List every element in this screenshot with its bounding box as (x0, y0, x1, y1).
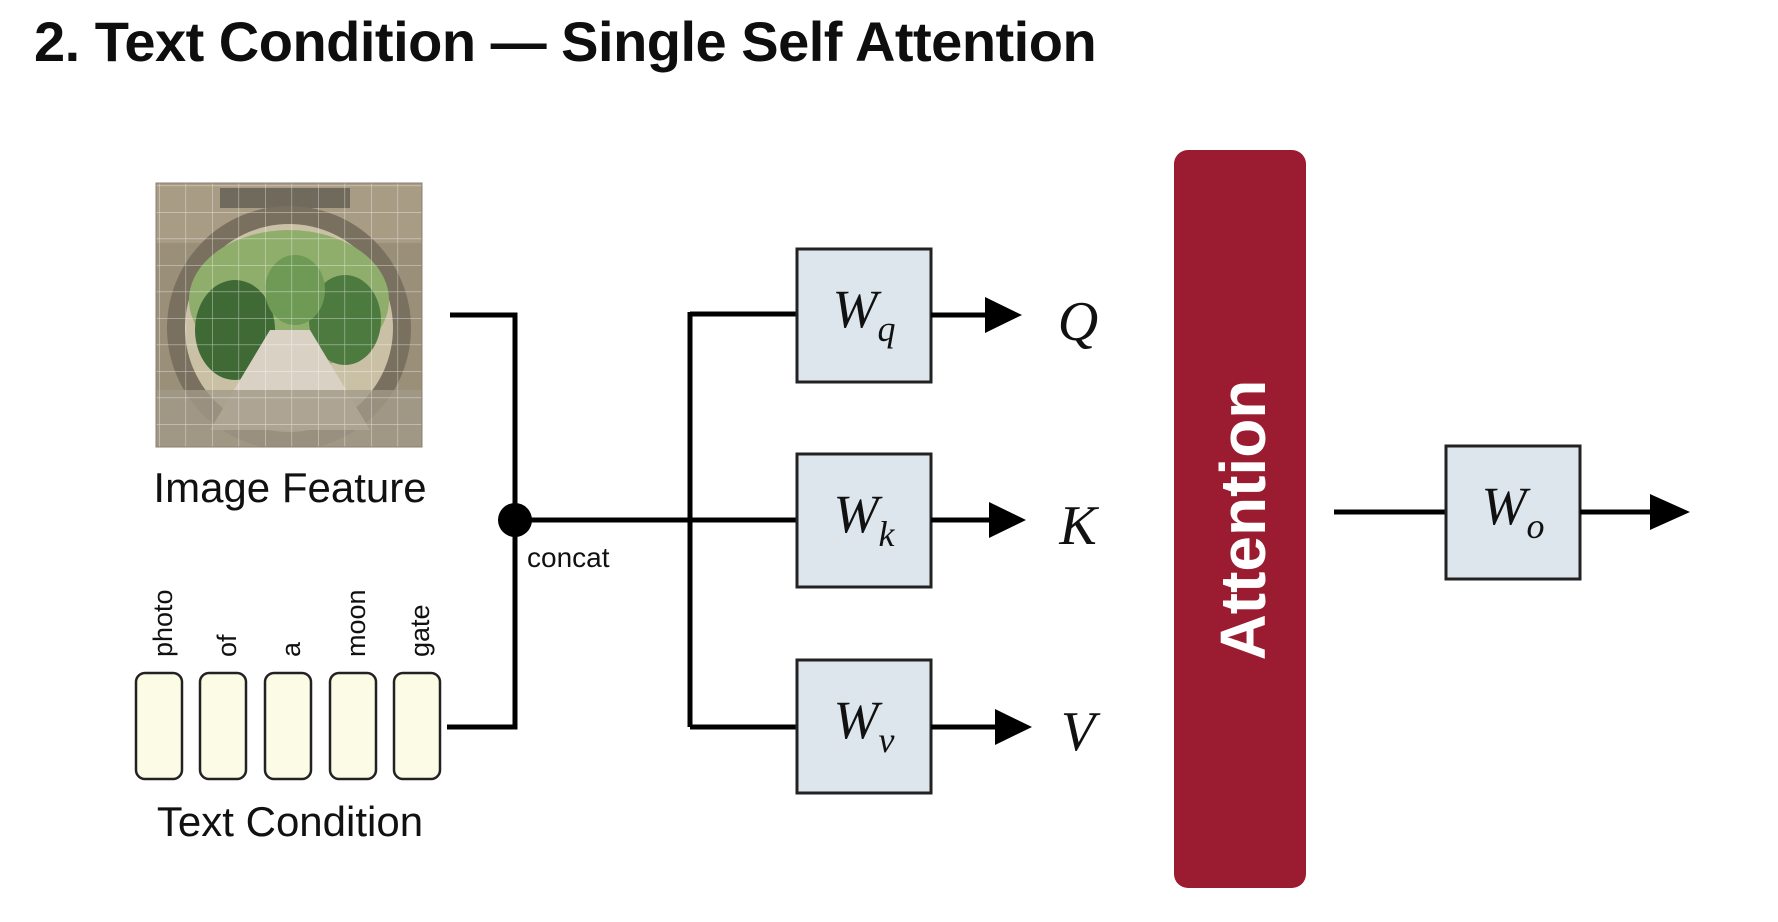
connector-lines (447, 311, 796, 730)
text-token-word: gate (405, 604, 435, 657)
wk-symbol: W (834, 484, 884, 544)
wk-subscript: k (879, 514, 896, 554)
weight-box-wq: Wq (795, 247, 933, 384)
attention-block: Attention (1174, 150, 1306, 888)
svg-text:Wq: Wq (833, 279, 896, 349)
text-token-box (392, 671, 442, 781)
image-feature-thumbnail (155, 182, 423, 448)
final-output-arrow (1580, 494, 1690, 530)
concat-junction-dot (498, 503, 532, 537)
wq-subscript: q (877, 309, 895, 349)
concat-label: concat (527, 542, 610, 573)
weight-box-wv: Wv (795, 658, 933, 795)
text-token-box (328, 671, 378, 781)
wv-symbol: W (834, 690, 884, 750)
text-token-word: of (212, 634, 242, 657)
arrow-to-v-head (995, 709, 1032, 745)
text-token-box (134, 671, 184, 781)
text-token-box (263, 671, 313, 781)
text-token-word: a (276, 641, 306, 657)
wq-symbol: W (833, 279, 883, 339)
text-token-list: photo of a moon gate (134, 589, 442, 781)
text-condition-label: Text Condition (157, 798, 423, 845)
svg-text:Wv: Wv (834, 690, 895, 760)
arrow-to-k-head (989, 502, 1026, 538)
attention-label: Attention (1207, 380, 1279, 661)
arrow-to-q-head (985, 297, 1022, 333)
wo-subscript: o (1526, 506, 1544, 546)
slide-title: 2. Text Condition — Single Self Attentio… (34, 10, 1097, 73)
text-condition-connector (447, 520, 518, 730)
query-label: Q (1058, 291, 1098, 353)
weight-box-wo: Wo (1444, 444, 1582, 581)
text-token-box (198, 671, 248, 781)
wv-subscript: v (879, 720, 895, 760)
weight-box-wk: Wk (795, 452, 933, 589)
key-label: K (1058, 495, 1099, 557)
qkv-arrows (931, 297, 1032, 745)
text-token-word: moon (341, 589, 371, 657)
svg-text:Wk: Wk (834, 484, 896, 554)
text-token-word: photo (148, 589, 178, 657)
wo-symbol: W (1482, 476, 1532, 536)
image-feature-connector (450, 312, 518, 520)
svg-text:Wo: Wo (1482, 476, 1545, 546)
value-label: V (1061, 701, 1101, 763)
image-feature-label: Image Feature (153, 464, 426, 511)
